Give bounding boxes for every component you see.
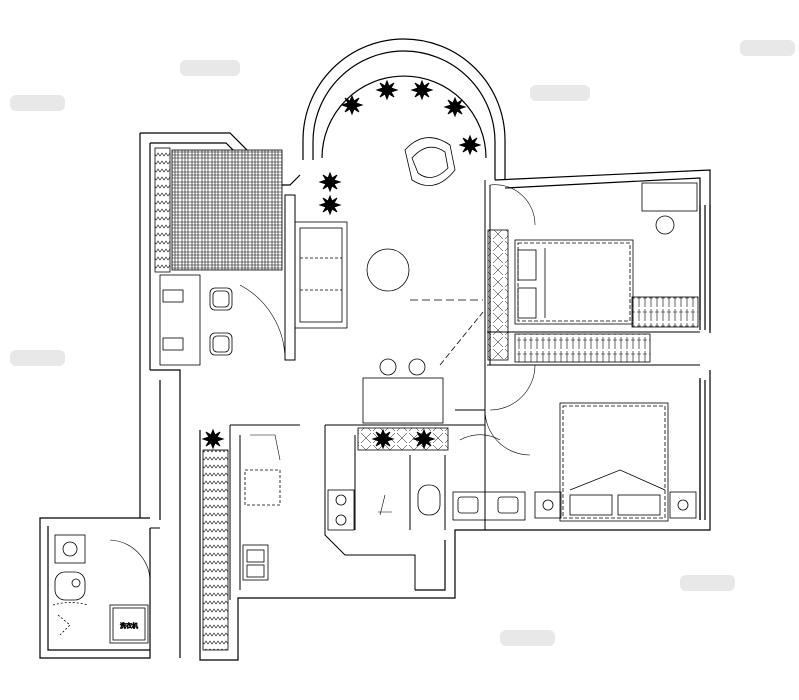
tv-cabinet [487,229,509,361]
interior-walls [150,180,700,600]
watermark [10,40,795,646]
bed-icon [514,239,634,325]
washer-label: 洗衣机 [120,622,138,630]
desk-icon [641,182,698,212]
chair-icon [209,287,233,356]
wardrobe-icon [631,296,699,328]
outer-walls [39,38,711,661]
stool-icon [408,358,426,376]
armchair-icon [404,137,456,187]
chair-icon [655,215,675,235]
sofa-icon [294,221,348,329]
sink-icon [54,534,86,564]
toilet-icon [417,484,441,516]
round-table-icon [366,248,410,292]
toilet-icon [54,571,86,601]
bedroom-top [489,182,699,363]
desk-monitor-icon [162,289,184,351]
corridor-kitchen [202,434,281,651]
wardrobe-icon [514,333,651,363]
stove-icon [327,489,355,531]
study-area [154,147,286,366]
bedroom-bottom [452,364,697,522]
stool-icon [379,358,397,376]
kitchen [327,427,501,531]
living-room [294,137,509,424]
washer-icon: 洗衣机 [109,604,149,644]
dining-table-icon [362,377,444,424]
bed-icon [559,402,669,522]
vanity-icon [452,491,526,521]
nightstand-icon [534,491,697,519]
bathroom: 洗衣机 [52,534,151,644]
